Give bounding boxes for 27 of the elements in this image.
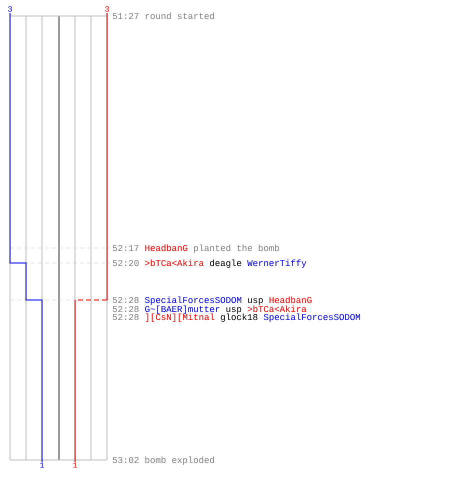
timestamp: 53:02 xyxy=(112,456,139,464)
timestamp: 52:17 xyxy=(112,244,138,252)
timestamp: 52:28 xyxy=(112,306,139,312)
player-name: HeadbanG xyxy=(270,296,312,304)
player-name: WernerTiffy xyxy=(247,259,306,268)
weapon-name: usp xyxy=(226,307,242,314)
player-name: SpecialForcesSODOM xyxy=(144,296,242,305)
player-name: >bTCa<Akira xyxy=(248,305,306,312)
event-text: bomb exploded xyxy=(145,456,214,465)
player-name: G~[BAER]mutter xyxy=(145,305,220,314)
timestamp: 52:20 xyxy=(112,260,139,266)
player-name: SpecialForcesSODOM xyxy=(264,313,360,322)
event-text: round started xyxy=(146,12,214,20)
timestamp: 51:27 xyxy=(112,12,138,20)
timestamp: 52:28 xyxy=(112,296,139,304)
weapon-name: usp xyxy=(248,298,263,305)
player-count: 1 xyxy=(40,462,44,468)
player-count: 3 xyxy=(105,6,109,12)
player-name: HeadbanG xyxy=(145,244,188,252)
event-text: planted the bomb xyxy=(194,244,279,253)
weapon-name: deagle xyxy=(210,259,242,268)
timestamp: 52:28 xyxy=(112,314,139,320)
player-count: 3 xyxy=(8,6,12,12)
player-name: >bTCa<Akira xyxy=(145,259,204,266)
player-name: ][CsN][Mitnal xyxy=(146,313,214,322)
weapon-name: glock18 xyxy=(220,313,258,322)
player-count: 1 xyxy=(73,462,77,468)
